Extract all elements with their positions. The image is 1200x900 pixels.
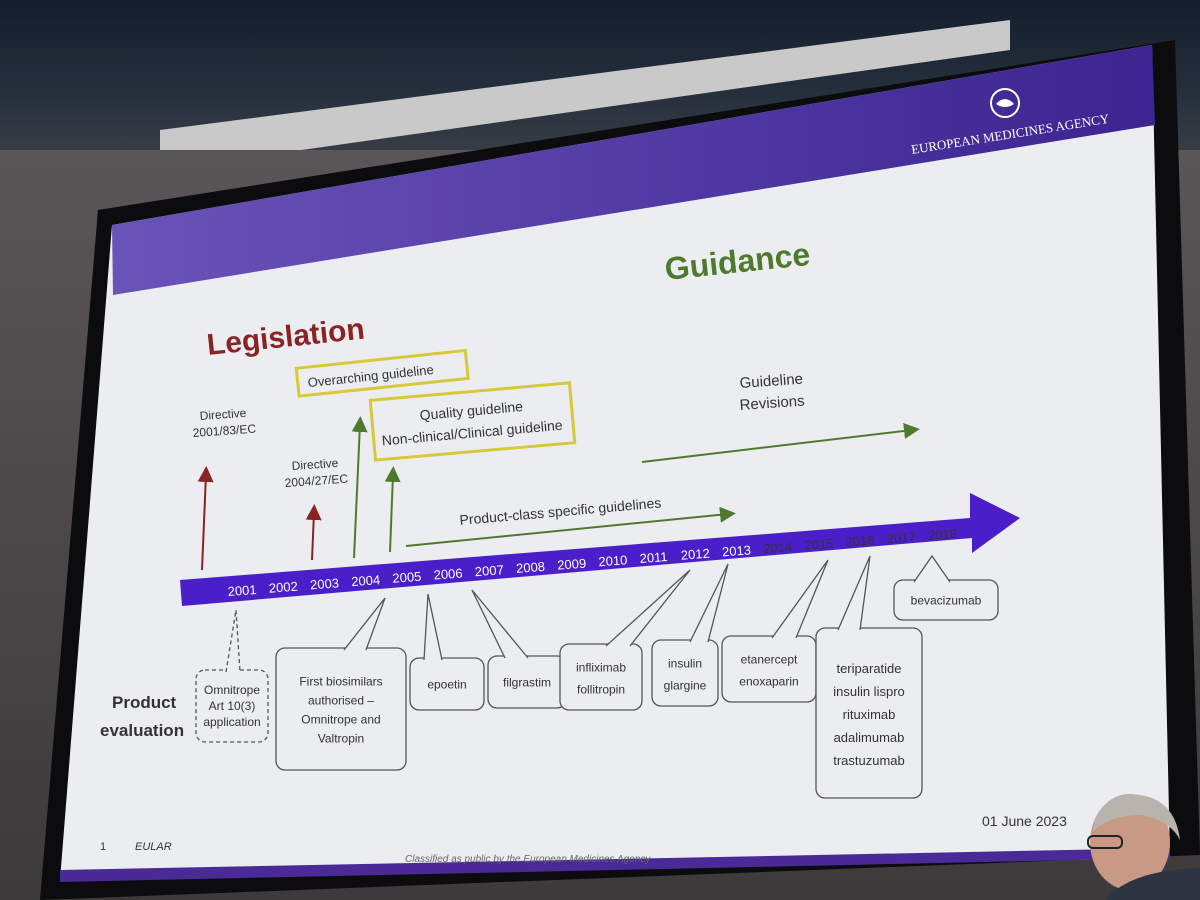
directive-2001-line1: Directive: [199, 406, 247, 423]
revisions-line2: Revisions: [739, 392, 805, 413]
timeline-year-2006: 2006: [433, 566, 463, 583]
timeline-year-2009: 2009: [557, 556, 587, 573]
product-class-arrow: [405, 506, 736, 547]
callout-pointer: [605, 569, 691, 647]
callout-text: insulin: [668, 657, 702, 671]
callout-pointer: [423, 593, 443, 661]
ema-logo-circle: [990, 88, 1020, 118]
callout-text: rituximab: [843, 707, 896, 722]
timeline-year-2014: 2014: [763, 539, 793, 556]
directive-2001-arrow: [197, 466, 214, 571]
page-number: 1: [100, 841, 106, 853]
timeline-year-2018: 2018: [928, 526, 958, 543]
callout-text: filgrastim: [503, 676, 551, 690]
callout-text: First biosimilars: [299, 674, 382, 688]
callout-text: epoetin: [427, 678, 466, 692]
timeline-year-2007: 2007: [474, 562, 504, 579]
callout-text: bevacizumab: [911, 594, 982, 608]
directive-2004-line1: Directive: [291, 456, 339, 473]
directive-2001-line2: 2001/83/EC: [192, 422, 257, 440]
callout-bevacizumab: bevacizumab: [893, 554, 999, 621]
callout-text: authorised –: [308, 693, 374, 707]
directive-2004-line2: 2004/27/EC: [284, 472, 349, 490]
callout-text: application: [203, 715, 260, 729]
callout-text: enoxaparin: [739, 675, 798, 689]
product-evaluation-line1: Product: [112, 693, 177, 712]
directive-2004-arrow: [305, 504, 322, 561]
timeline-year-2013: 2013: [722, 542, 752, 559]
overarching-box-frame: [294, 348, 470, 398]
callout-box: [651, 639, 719, 707]
timeline-year-2001: 2001: [227, 582, 257, 599]
callout-pointer: [771, 559, 829, 639]
callout-epoetin: epoetin: [409, 593, 485, 711]
timeline-year-2002: 2002: [268, 579, 298, 596]
timeline-arrow: [180, 493, 1020, 606]
presenter: [1087, 794, 1200, 900]
callout-pointer: [471, 589, 529, 659]
callout-teriparatide: teriparatide insulin lispro rituximab adali…: [815, 555, 923, 799]
overarching-arrow: [351, 416, 368, 559]
callout-text: insulin lispro: [833, 684, 905, 699]
callout-pointer: [913, 554, 951, 583]
callout-text: Omnitrope: [204, 683, 260, 697]
callout-text: Valtropin: [318, 731, 364, 745]
callout-text: etanercept: [741, 653, 798, 667]
callout-box: [815, 627, 923, 799]
slide-date: 01 June 2023: [982, 813, 1067, 829]
callout-filgrastim: filgrastim: [471, 589, 567, 709]
timeline-year-2012: 2012: [680, 546, 710, 563]
callout-insulin: insulin glargine: [651, 563, 729, 707]
ema-logo-mark: [996, 99, 1014, 107]
timeline-year-2015: 2015: [804, 536, 834, 553]
timeline-year-2005: 2005: [392, 569, 422, 586]
timeline-year-2011: 2011: [639, 549, 668, 566]
callout-text: Art 10(3): [209, 699, 256, 713]
callout-text: adalimumab: [834, 730, 905, 745]
slide-footer-band: [60, 848, 1170, 882]
presenter-hair: [1092, 794, 1180, 840]
revisions-arrow: [641, 422, 920, 463]
timeline-year-2008: 2008: [516, 559, 546, 576]
product-evaluation-line2: evaluation: [100, 721, 184, 740]
timeline-year-2004: 2004: [351, 572, 381, 589]
callout-text: glargine: [664, 679, 707, 693]
callout-box: [275, 647, 407, 771]
timeline-year-2003: 2003: [310, 575, 340, 592]
callout-pointer: [343, 597, 386, 651]
callout-text: infliximab: [576, 661, 626, 675]
quality-box-frame: [368, 381, 577, 462]
callout-pointer: [837, 555, 871, 631]
classification-note: Classified as public by the European Med…: [405, 854, 651, 865]
callout-text: Omnitrope and: [301, 712, 380, 726]
timeline-year-2016: 2016: [845, 533, 875, 550]
callout-etanercept: etanercept enoxaparin: [721, 559, 829, 703]
callout-box: [559, 643, 643, 711]
quality-arrow: [384, 466, 401, 553]
callout-pointer: [225, 609, 241, 673]
timeline-year-2017: 2017: [886, 529, 916, 546]
footer-label: EULAR: [135, 841, 172, 853]
timeline-year-2010: 2010: [598, 552, 628, 569]
revisions-line1: Guideline: [739, 371, 803, 392]
callout-pointer: [689, 563, 729, 643]
presenter-glasses: [1087, 835, 1123, 849]
callout-text: follitropin: [577, 683, 625, 697]
callout-box: [409, 657, 485, 711]
callout-box: [195, 669, 269, 743]
callout-text: teriparatide: [836, 661, 901, 676]
presenter-body: [1105, 868, 1200, 900]
callout-first-biosimilars: First biosimilars authorised – Omnitrope a…: [275, 597, 407, 771]
slide-header-band: [112, 45, 1155, 295]
timeline-years: 2001 2002 2003 2004 2005 2006 2007 2008 2009 2010…: [227, 526, 957, 599]
callout-text: trastuzumab: [833, 753, 905, 768]
callout-box: [721, 635, 817, 703]
callout-infliximab: infliximab follitropin: [559, 569, 691, 711]
